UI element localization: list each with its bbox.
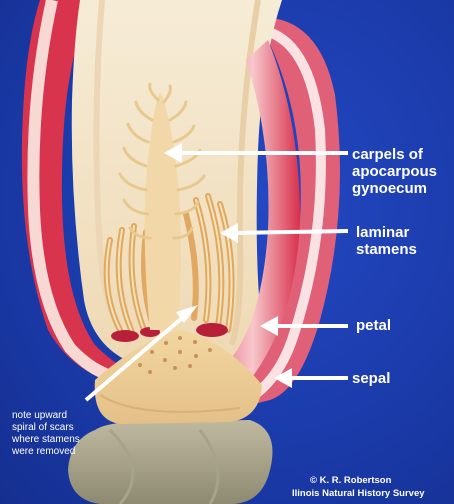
- credit-copyright: © K. R. Robertson: [310, 475, 392, 486]
- label-laminar-stamens: laminar stamens: [356, 224, 417, 258]
- receptacle: [94, 330, 262, 424]
- scar-spiral-note: note upward spiral of scars where stamen…: [12, 410, 80, 457]
- stem: [68, 420, 273, 504]
- label-arrows: [84, 143, 349, 402]
- label-carpels: carpels of apocarpous gynoecum: [352, 146, 438, 197]
- label-sepal: sepal: [352, 370, 391, 387]
- label-petal: petal: [356, 317, 392, 334]
- sepal: [230, 17, 340, 410]
- credit-institution: Ilinois Natural History Survey: [292, 488, 425, 499]
- petal-right: [205, 40, 300, 396]
